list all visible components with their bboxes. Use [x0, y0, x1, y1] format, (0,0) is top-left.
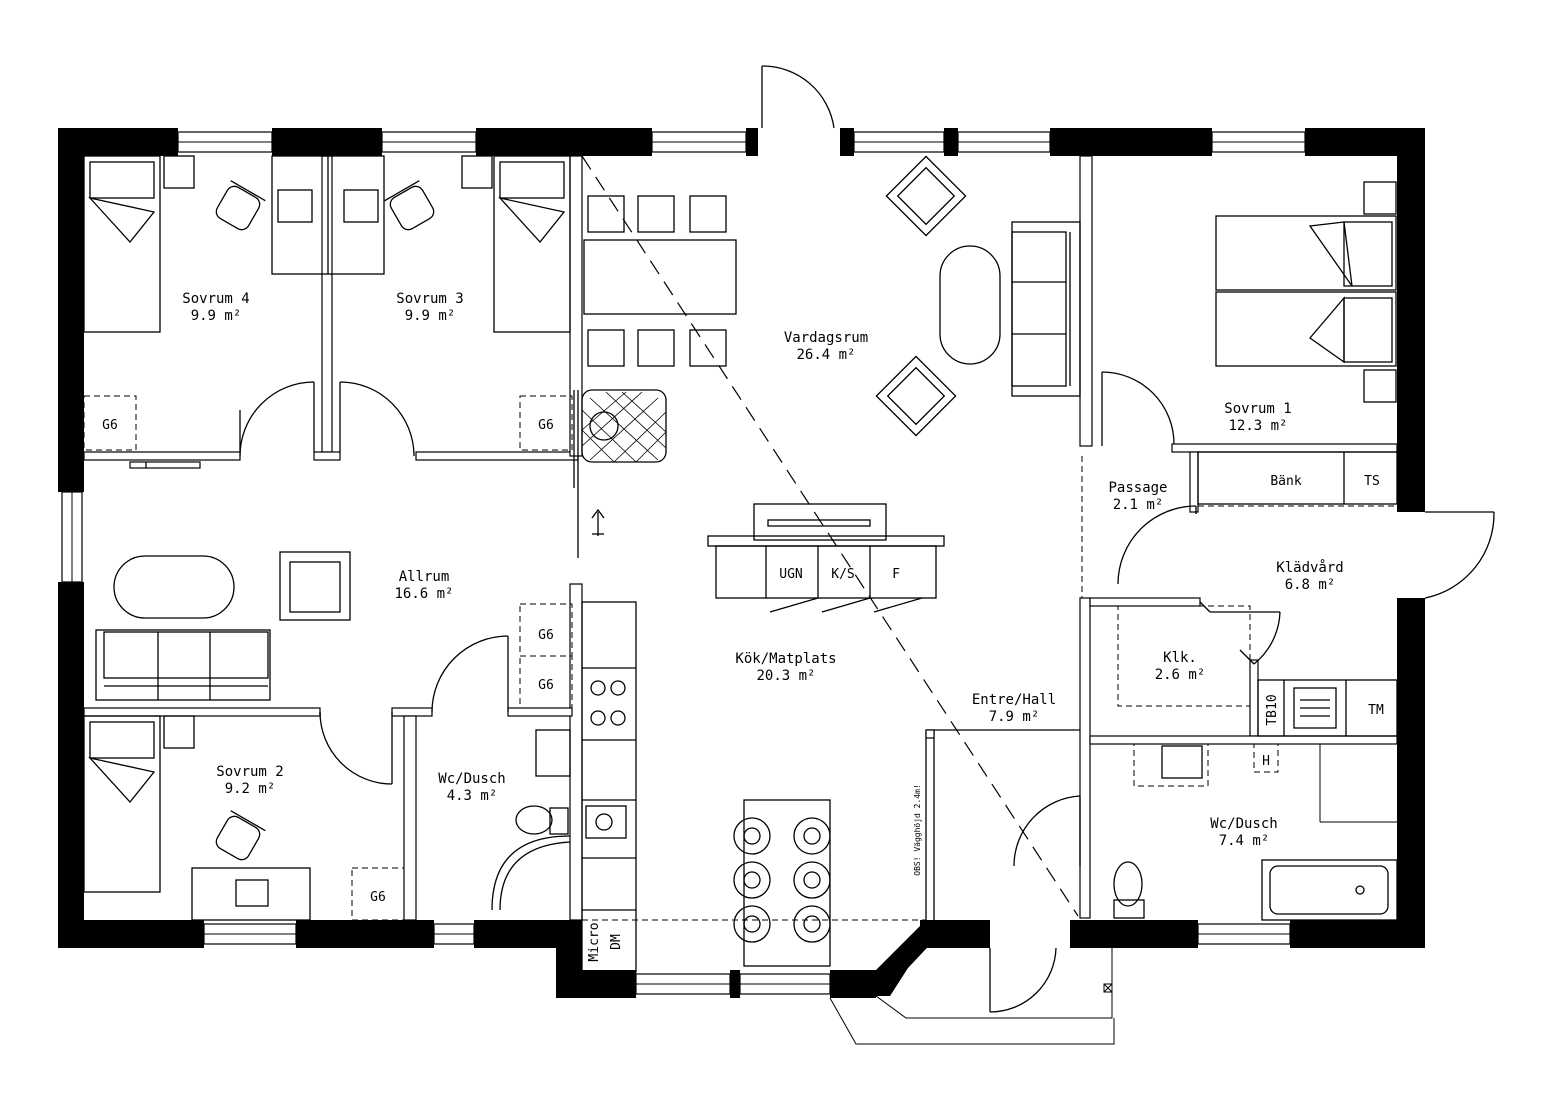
room-area-sovrum-1: 12.3 m² [1228, 418, 1287, 434]
room-area-sovrum-3: 9.9 m² [405, 308, 456, 324]
washer-label: TM [1368, 703, 1384, 718]
room-name-sovrum-4: Sovrum 4 [182, 291, 249, 307]
interior-walls [83, 155, 1398, 921]
room-area-kok-matplats: 20.3 m² [756, 668, 815, 684]
room-name-kok-matplats: Kök/Matplats [735, 651, 836, 667]
dishwasher-label: DM [609, 934, 624, 950]
room-name-allrum: Allrum [399, 569, 450, 585]
room-name-passage: Passage [1108, 480, 1167, 496]
room-name-sovrum-1: Sovrum 1 [1224, 401, 1291, 417]
room-name-sovrum-3: Sovrum 3 [396, 291, 463, 307]
fixture-labels: G6 G6 G6 G6 G6 UGN K/S F Bänk TS TM TB10… [102, 418, 1384, 962]
room-area-wc-dusch-1: 4.3 m² [447, 788, 498, 804]
furniture [83, 155, 1398, 973]
room-name-vardagsrum: Vardagsrum [784, 330, 868, 346]
microwave-label: Micro [587, 922, 602, 961]
bench-label: Bänk [1270, 474, 1301, 489]
room-area-passage: 2.1 m² [1113, 497, 1164, 513]
wardrobe-label: G6 [538, 628, 554, 643]
dryer-label: TS [1364, 474, 1380, 489]
windows [61, 131, 1306, 995]
wardrobe-label: G6 [538, 678, 554, 693]
room-area-klk: 2.6 m² [1155, 667, 1206, 683]
wardrobe-label: G6 [538, 418, 554, 433]
room-area-sovrum-2: 9.2 m² [225, 781, 276, 797]
room-labels: Sovrum 4 9.9 m² Sovrum 3 9.9 m² Vardagsr… [182, 291, 1343, 849]
room-area-vardagsrum: 26.4 m² [796, 347, 855, 363]
room-area-allrum: 16.6 m² [394, 586, 453, 602]
sink-cabinet-label: TB10 [1265, 694, 1280, 725]
room-name-entre-hall: Entre/Hall [972, 692, 1056, 708]
room-area-wc-dusch-2: 7.4 m² [1219, 833, 1270, 849]
room-area-sovrum-4: 9.9 m² [191, 308, 242, 324]
wardrobe-label: G6 [370, 890, 386, 905]
wall-height-note: OBS! Vägghöjd 2.4m! [913, 784, 922, 876]
fridge-freezer-label: K/S [831, 567, 854, 582]
exterior-walls [58, 128, 1425, 998]
hanger-label: H [1262, 754, 1270, 769]
freezer-label: F [892, 567, 900, 582]
doors[interactable] [129, 65, 1495, 1045]
room-name-wc-dusch-1: Wc/Dusch [438, 771, 505, 787]
wardrobe-label: G6 [102, 418, 118, 433]
room-name-sovrum-2: Sovrum 2 [216, 764, 283, 780]
room-area-kladvard: 6.8 m² [1285, 577, 1336, 593]
room-name-klk: Klk. [1163, 650, 1197, 666]
oven-label: UGN [779, 567, 802, 582]
room-name-kladvard: Klädvård [1276, 559, 1343, 576]
room-name-wc-dusch-2: Wc/Dusch [1210, 816, 1277, 832]
room-area-entre-hall: 7.9 m² [989, 709, 1040, 725]
